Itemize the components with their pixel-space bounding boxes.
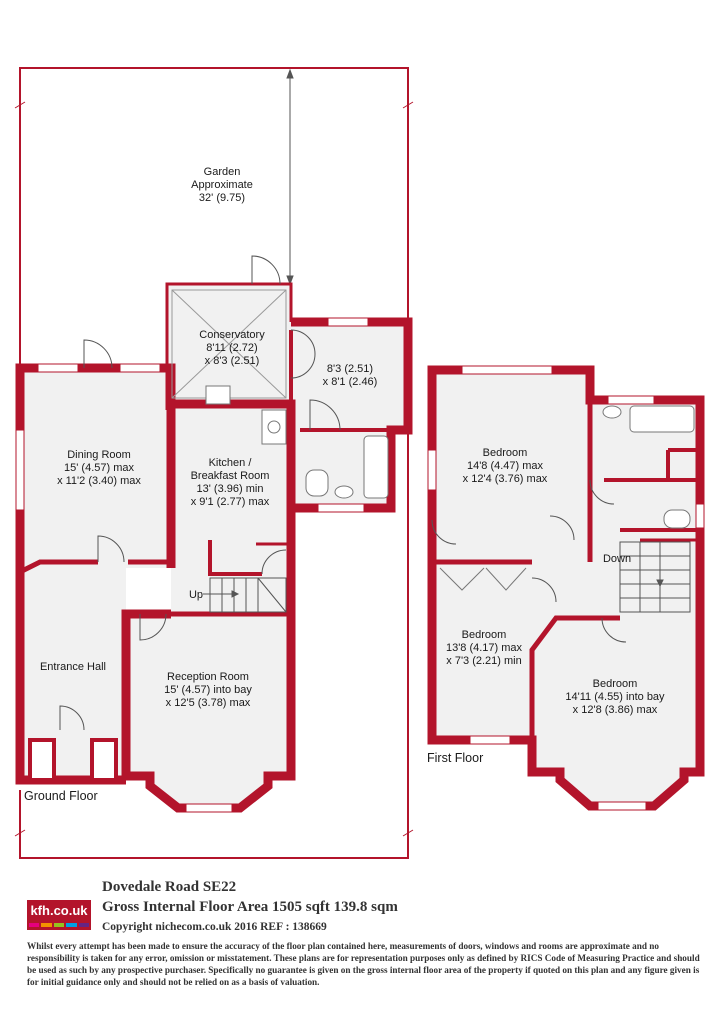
kitchen-fittings xyxy=(205,385,287,445)
garden-boundary-marks xyxy=(14,101,414,837)
logo-stripe xyxy=(78,923,90,927)
logo-stripe xyxy=(53,923,65,927)
dining-name: Dining Room xyxy=(67,449,131,461)
stairs-down-label: Down xyxy=(603,553,631,565)
ground-stairs xyxy=(203,577,287,613)
stairs-up-label: Up xyxy=(189,589,203,601)
conservatory-dim1: 8'11 (2.72) xyxy=(206,342,257,354)
reception-name: Reception Room xyxy=(167,671,249,683)
bed3-dim1: 14'11 (4.55) into bay xyxy=(565,691,665,703)
property-address: Dovedale Road SE22 xyxy=(102,879,237,895)
conservatory-dim2: x 8'3 (2.51) xyxy=(205,355,260,367)
ground-windows xyxy=(15,317,369,813)
room-labels: Garden Approximate 32' (9.75) Conservato… xyxy=(24,166,665,803)
kitchen-dim1: 13' (3.96) min xyxy=(197,483,264,495)
copyright: Copyright nichecom.co.uk 2016 REF : 1386… xyxy=(102,921,327,933)
first-windows xyxy=(427,365,705,811)
ground-floor-label: Ground Floor xyxy=(24,789,98,803)
logo-stripe xyxy=(41,923,52,927)
reception-dim1: 15' (4.57) into bay xyxy=(164,684,252,696)
bed2-name: Bedroom xyxy=(462,629,507,641)
first-bathroom-fittings xyxy=(602,405,695,529)
porch xyxy=(28,738,118,782)
logo-stripes xyxy=(29,923,90,927)
garden-boundary xyxy=(19,67,409,859)
garden-arrow xyxy=(286,68,294,286)
entrance-name: Entrance Hall xyxy=(40,661,106,673)
first-floor-label: First Floor xyxy=(427,751,483,765)
kitchen-name2: Breakfast Room xyxy=(191,470,270,482)
garden-sub: Approximate xyxy=(191,179,253,191)
dining-dim2: x 11'2 (3.40) max xyxy=(57,475,141,487)
bed3-name: Bedroom xyxy=(593,678,638,690)
bed1-dim2: x 12'4 (3.76) max xyxy=(463,473,548,485)
bed2-dim1: 13'8 (4.17) max xyxy=(446,642,523,654)
reception-dim2: x 12'5 (3.78) max xyxy=(166,697,251,709)
floor-plan: Garden Approximate 32' (9.75) Conservato… xyxy=(14,67,705,859)
disclaimer: Whilst every attempt has been made to en… xyxy=(27,941,700,987)
bed1-name: Bedroom xyxy=(483,447,528,459)
kitchen-name1: Kitchen / xyxy=(209,457,253,469)
bed2-dim2: x 7'3 (2.21) min xyxy=(446,655,521,667)
logo-stripe xyxy=(66,923,77,927)
first-floor-fill xyxy=(432,370,700,806)
floor-area: Gross Internal Floor Area 1505 sqft 139.… xyxy=(102,899,398,915)
first-doors xyxy=(431,479,627,643)
kitchen-dim2: x 9'1 (2.77) max xyxy=(191,496,270,508)
garden-name: Garden xyxy=(204,166,241,178)
ground-bathroom-fittings xyxy=(305,435,389,499)
store-dim1: 8'3 (2.51) xyxy=(327,363,373,375)
logo-stripe xyxy=(29,923,40,927)
store-dim2: x 8'1 (2.46) xyxy=(323,376,378,388)
wardrobe xyxy=(439,567,527,591)
bed3-dim2: x 12'8 (3.86) max xyxy=(573,704,658,716)
garden-dim: 32' (9.75) xyxy=(199,192,245,204)
first-stairs xyxy=(619,541,691,613)
ground-floor-fill xyxy=(20,284,408,808)
conservatory-name: Conservatory xyxy=(199,329,265,341)
kfh-logo: kfh.co.uk xyxy=(27,900,91,930)
dining-dim1: 15' (4.57) max xyxy=(64,462,134,474)
logo-text: kfh.co.uk xyxy=(30,903,88,918)
ground-doors xyxy=(59,255,341,731)
bed1-dim1: 14'8 (4.47) max xyxy=(467,460,544,472)
